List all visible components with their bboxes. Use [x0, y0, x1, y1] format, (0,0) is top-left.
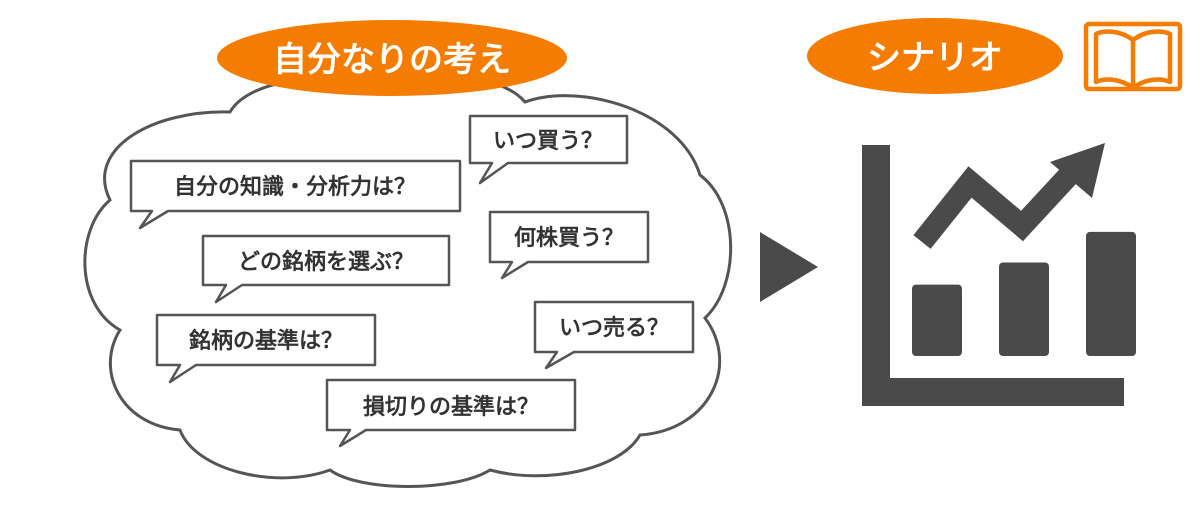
chart-bar-3	[1086, 231, 1136, 356]
chart-bar-2	[999, 262, 1049, 356]
speech-bubble-1	[468, 114, 629, 185]
chart-bar-1	[912, 284, 962, 356]
chart-axes	[862, 145, 1124, 406]
right-title-pill	[807, 18, 1063, 94]
question-4: どの銘柄を選ぶ？	[238, 249, 414, 275]
question-5: いつ売る？	[559, 315, 669, 341]
left-title-pill	[217, 20, 567, 96]
open-book-icon	[1083, 21, 1183, 92]
speech-bubble-6	[155, 313, 377, 384]
play-triangle-icon	[760, 232, 818, 302]
bar-chart-trend-icon	[862, 143, 1136, 406]
question-3: 何株買う？	[514, 225, 624, 251]
question-6: 銘柄の基準は？	[189, 328, 343, 354]
question-2: 自分の知識・分析力は？	[174, 174, 416, 200]
speech-bubble-2	[129, 159, 462, 230]
right-title: シナリオ	[867, 38, 1003, 78]
speech-bubble-7	[325, 378, 577, 448]
left-title: 自分なりの考え	[273, 40, 511, 80]
speech-bubble-5	[533, 300, 695, 370]
speech-bubble-4	[201, 234, 451, 304]
question-7: 損切りの基準は？	[363, 394, 539, 420]
chart-bars	[912, 231, 1136, 356]
speech-bubble-3	[488, 210, 650, 280]
trend-line	[913, 164, 1081, 249]
question-1: いつ買う？	[493, 129, 603, 154]
trend-arrowhead	[1050, 143, 1105, 198]
